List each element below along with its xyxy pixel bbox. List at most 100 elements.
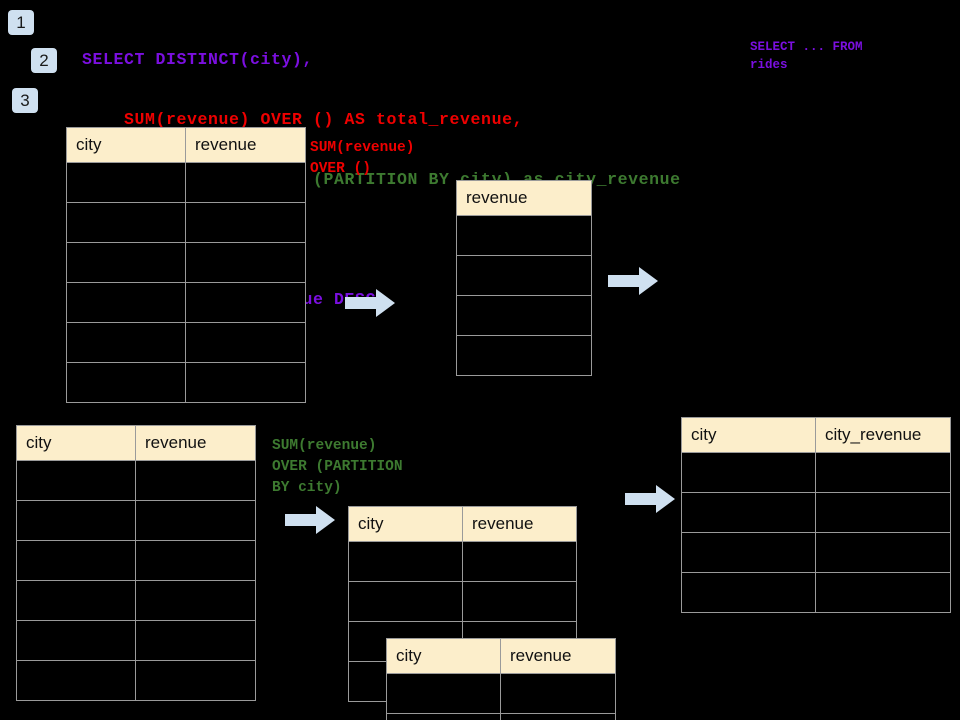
cell-revenue xyxy=(456,215,592,256)
table-header-row: city revenue xyxy=(16,425,256,461)
cell-revenue xyxy=(135,660,256,701)
cell-revenue xyxy=(456,335,592,376)
cell-revenue xyxy=(185,362,306,403)
table-header-row: city revenue xyxy=(386,638,616,674)
cell-revenue xyxy=(185,322,306,363)
cell-city xyxy=(66,362,186,403)
cell-city xyxy=(16,580,136,621)
cell-city xyxy=(386,673,501,714)
table-rides-source: city revenue xyxy=(66,127,306,403)
cell-revenue xyxy=(135,500,256,541)
cell-city xyxy=(66,162,186,203)
table-row xyxy=(681,492,951,533)
annotation-sum-over-partition: SUM(revenue) OVER (PARTITION BY city) xyxy=(272,438,403,496)
arrow-source-to-total xyxy=(345,289,395,317)
column-header-city: city xyxy=(348,506,463,542)
table-row xyxy=(386,673,616,714)
table-header-row: city city_revenue xyxy=(681,417,951,453)
table-partition-a: city revenue xyxy=(348,506,577,702)
table-header-row: city revenue xyxy=(348,506,577,542)
arrow-total-to-final xyxy=(608,267,658,295)
column-header-revenue: revenue xyxy=(185,127,306,163)
column-header-revenue: revenue xyxy=(135,425,256,461)
table-row xyxy=(456,295,592,336)
cell-city xyxy=(66,242,186,283)
column-header-city: city xyxy=(386,638,501,674)
cell-city xyxy=(386,713,501,720)
table-rides-source-2: city revenue xyxy=(16,425,256,701)
annotation-select-from: SELECT ... FROM rides xyxy=(750,40,863,72)
cell-revenue xyxy=(135,620,256,661)
table-row xyxy=(681,572,951,613)
column-header-revenue: revenue xyxy=(456,180,592,216)
table-row xyxy=(456,215,592,256)
column-header-revenue: revenue xyxy=(462,506,577,542)
cell-city xyxy=(16,460,136,501)
cell-city xyxy=(681,452,816,493)
cell-city xyxy=(16,540,136,581)
cell-city-revenue xyxy=(815,572,951,613)
cell-city xyxy=(348,541,463,582)
arrow-partition-to-final xyxy=(625,485,675,513)
arrow-source2-to-partition xyxy=(285,506,335,534)
sql-line-1: SELECT DISTINCT(city), xyxy=(82,50,314,69)
cell-revenue xyxy=(135,460,256,501)
cell-revenue xyxy=(500,673,616,714)
cell-revenue xyxy=(185,282,306,323)
table-final-result: city city_revenue xyxy=(681,417,951,613)
table-row xyxy=(16,580,256,621)
cell-revenue xyxy=(500,713,616,720)
column-header-city-revenue: city_revenue xyxy=(815,417,951,453)
table-row xyxy=(66,202,306,243)
table-row xyxy=(348,581,577,622)
table-row xyxy=(386,713,616,720)
step-badge-1: 1 xyxy=(8,10,34,35)
table-row xyxy=(348,541,577,582)
table-header-row: revenue xyxy=(456,180,592,216)
table-header-row: city revenue xyxy=(66,127,306,163)
cell-city xyxy=(66,282,186,323)
annotation-sum-over-empty: SUM(revenue) OVER () xyxy=(310,140,415,177)
cell-revenue xyxy=(462,581,577,622)
cell-city xyxy=(16,660,136,701)
cell-city-revenue xyxy=(815,532,951,573)
cell-city xyxy=(681,492,816,533)
table-partition-b: city revenue xyxy=(386,638,616,720)
cell-city xyxy=(348,581,463,622)
table-row xyxy=(681,452,951,493)
step-badge-3: 3 xyxy=(12,88,38,113)
table-row xyxy=(66,242,306,283)
cell-city xyxy=(66,322,186,363)
cell-revenue xyxy=(185,242,306,283)
table-row xyxy=(456,335,592,376)
step-badge-2: 2 xyxy=(31,48,57,73)
table-row xyxy=(66,362,306,403)
cell-revenue xyxy=(135,540,256,581)
column-header-city: city xyxy=(681,417,816,453)
cell-city xyxy=(681,572,816,613)
table-row xyxy=(66,322,306,363)
cell-revenue xyxy=(456,295,592,336)
cell-revenue xyxy=(185,202,306,243)
sql-line-2: SUM(revenue) OVER () AS total_revenue, xyxy=(82,110,524,129)
table-total-revenue: revenue xyxy=(456,180,592,376)
table-row xyxy=(681,532,951,573)
table-row xyxy=(66,282,306,323)
column-header-city: city xyxy=(66,127,186,163)
table-row xyxy=(16,620,256,661)
cell-revenue xyxy=(462,541,577,582)
cell-city-revenue xyxy=(815,492,951,533)
column-header-city: city xyxy=(16,425,136,461)
cell-city xyxy=(66,202,186,243)
table-row xyxy=(456,255,592,296)
cell-revenue xyxy=(135,580,256,621)
column-header-revenue: revenue xyxy=(500,638,616,674)
cell-city xyxy=(681,532,816,573)
cell-city xyxy=(16,500,136,541)
table-row xyxy=(16,660,256,701)
cell-revenue xyxy=(456,255,592,296)
table-row xyxy=(16,500,256,541)
table-row xyxy=(16,540,256,581)
cell-revenue xyxy=(185,162,306,203)
